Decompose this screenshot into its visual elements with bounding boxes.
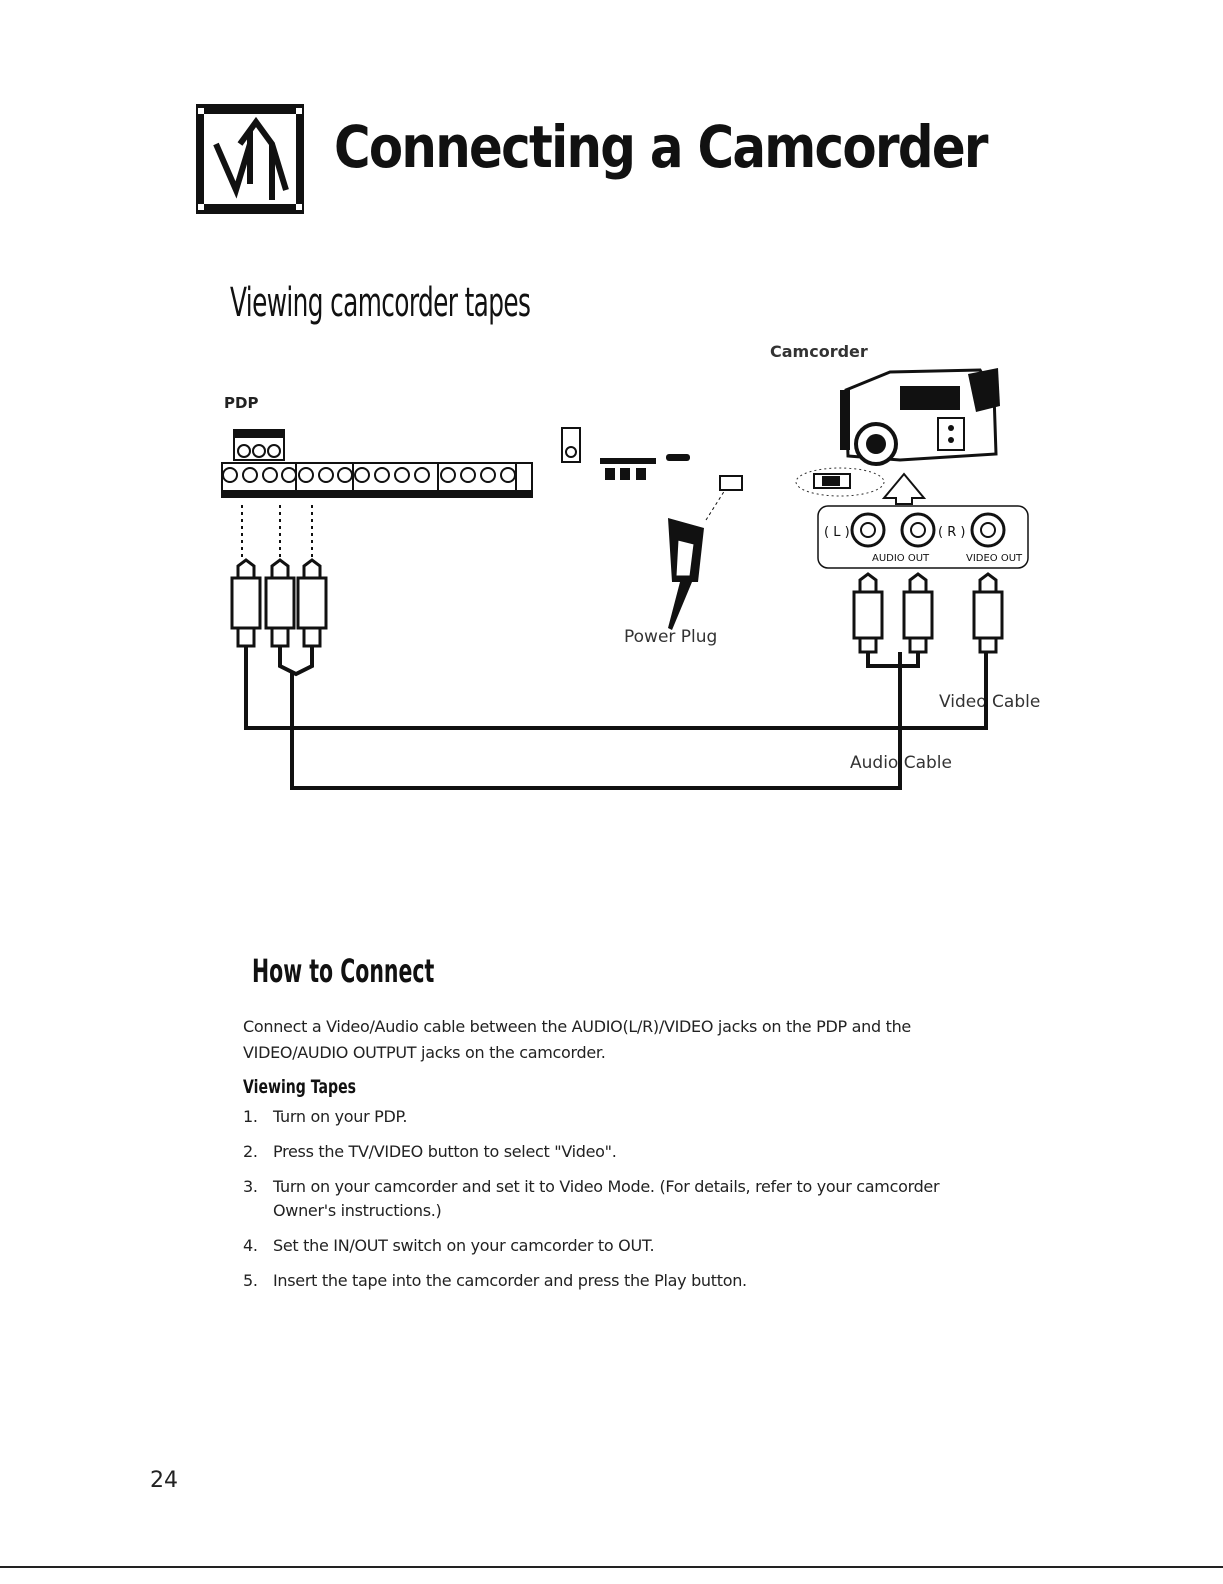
- list-item: 1. Turn on your PDP.: [243, 1107, 408, 1126]
- pdp-jack-panel: [221, 427, 743, 498]
- list-item: 2. Press the TV/VIDEO button to select "…: [243, 1142, 617, 1161]
- power-plug: [668, 489, 726, 630]
- video-cable-label: Video Cable: [939, 692, 1040, 712]
- jack-l-label: ( L ): [824, 525, 850, 540]
- viewing-tapes-heading: Viewing Tapes: [243, 1076, 357, 1098]
- section-title: Viewing camcorder tapes: [230, 280, 531, 326]
- pdp-rca-plugs: [230, 558, 328, 648]
- intro-paragraph: Connect a Video/Audio cable between the …: [243, 1017, 911, 1062]
- list-item: 5. Insert the tape into the camcorder an…: [243, 1271, 747, 1290]
- page-title: Connecting a Camcorder: [334, 113, 989, 181]
- jack-r-label: ( R ): [938, 525, 965, 540]
- pdp-label: PDP: [224, 394, 258, 412]
- page-number: 24: [150, 1468, 178, 1493]
- video-out-label: VIDEO OUT: [966, 553, 1023, 564]
- camcorder-output-jacks: ( L ) ( R ) AUDIO OUT VIDEO OUT: [817, 505, 1029, 569]
- connection-diagram: PDP Camcorder Power Plug Video Cable Aud…: [221, 342, 1040, 790]
- camcorder-illustration: [795, 368, 1000, 505]
- how-to-connect-heading: How to Connect: [252, 952, 435, 990]
- camcorder-rca-plugs: [852, 572, 1004, 654]
- list-item: 4. Set the IN/OUT switch on your camcord…: [243, 1236, 655, 1255]
- power-plug-label: Power Plug: [624, 627, 717, 647]
- up-down-arrows-icon: [196, 104, 304, 214]
- list-item: 3. Turn on your camcorder and set it to …: [243, 1177, 940, 1220]
- bottom-rule: [0, 1566, 1223, 1568]
- steps-list: 1. Turn on your PDP. 2. Press the TV/VID…: [243, 1105, 1003, 1304]
- camcorder-label: Camcorder: [770, 342, 868, 361]
- cables: [244, 646, 988, 790]
- audio-out-label: AUDIO OUT: [872, 553, 930, 564]
